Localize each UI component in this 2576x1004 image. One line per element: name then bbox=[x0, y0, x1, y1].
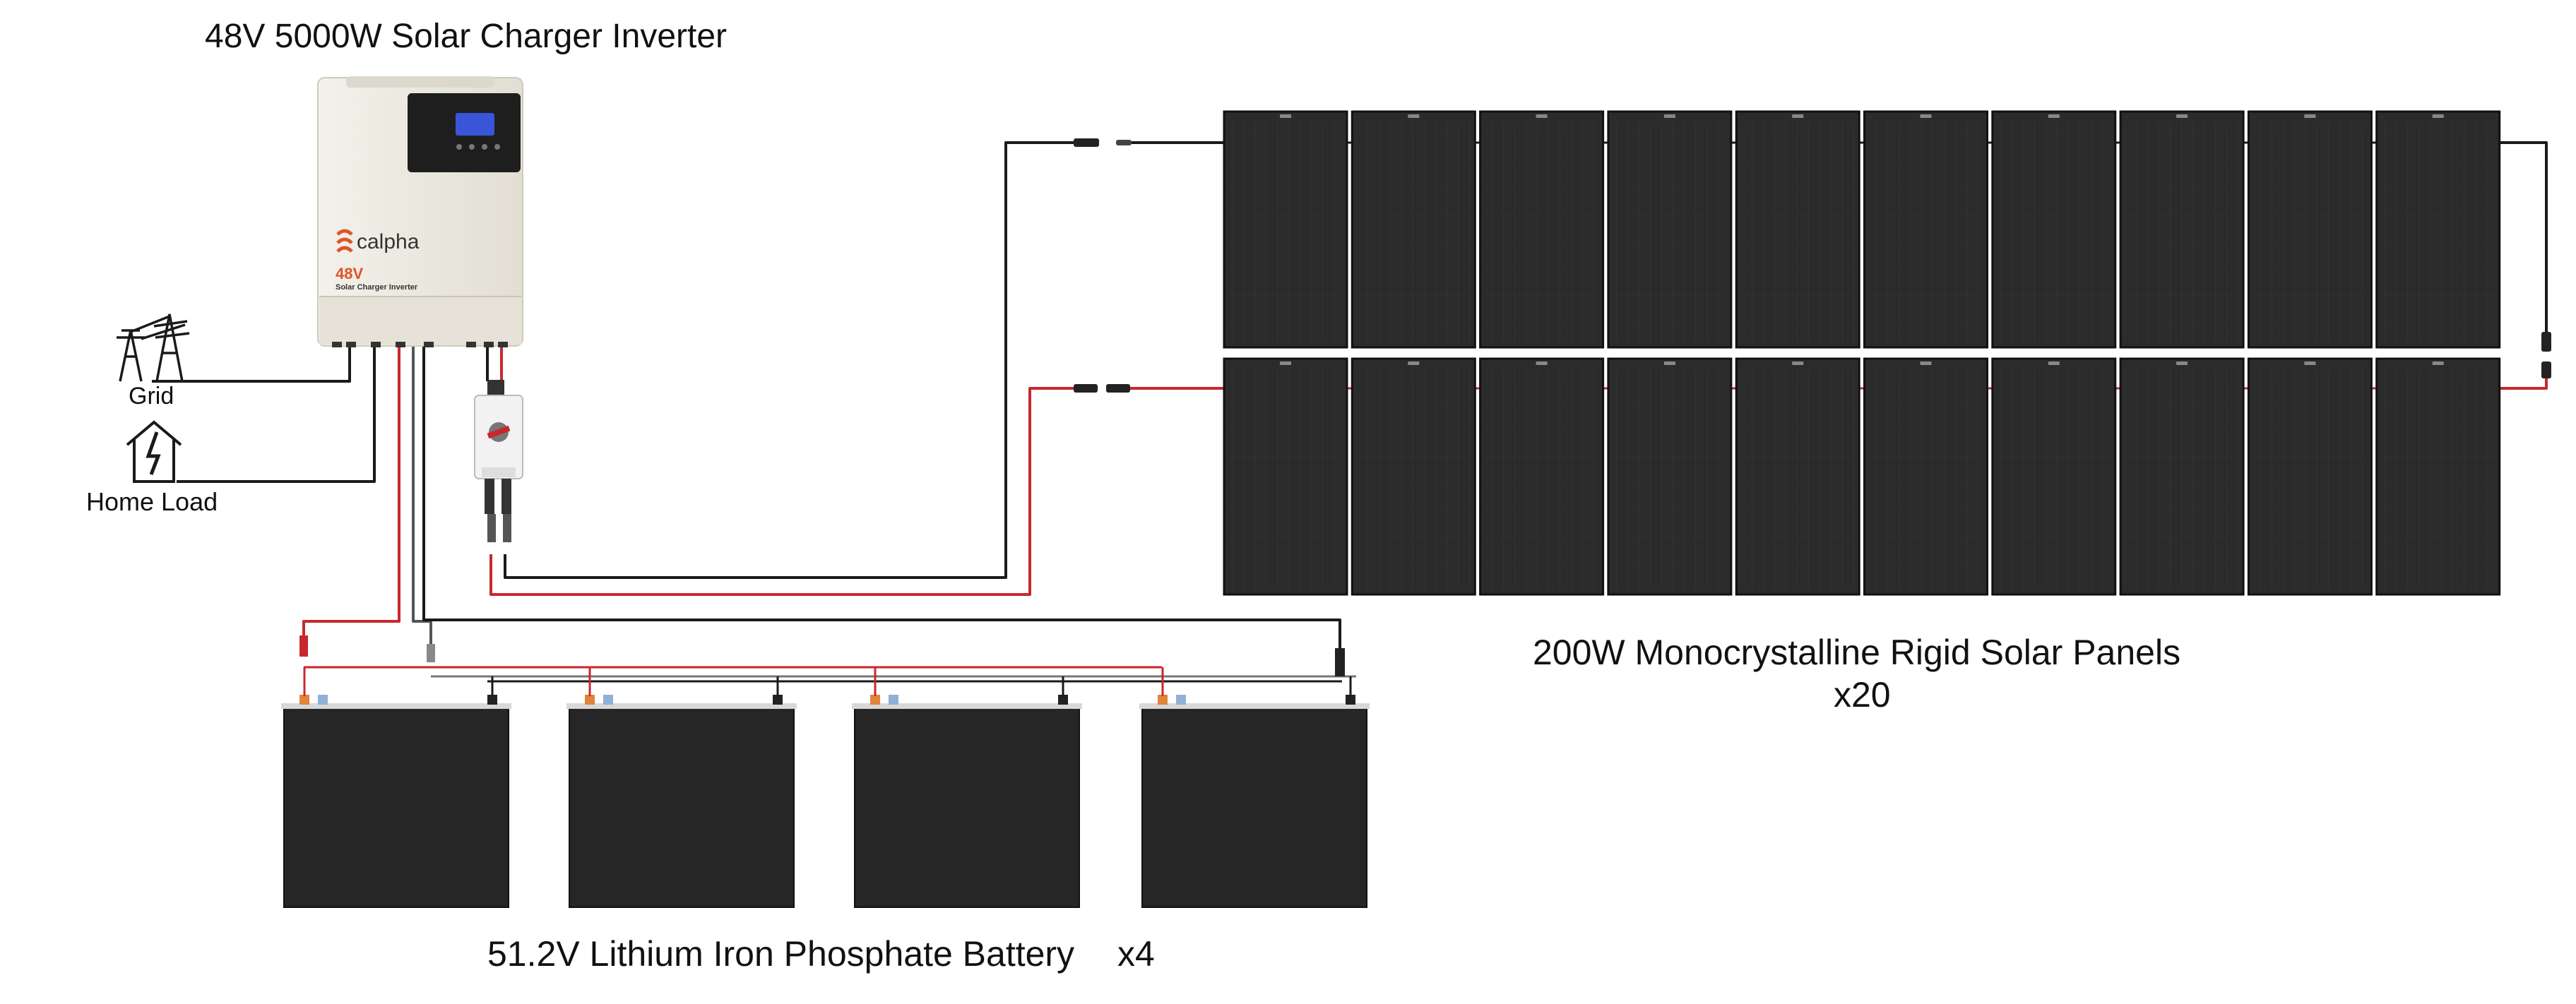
solar-panel bbox=[1735, 357, 1860, 596]
inverter-voltage: 48V bbox=[336, 265, 363, 282]
inverter: calpha 48V Solar Charger Inverter bbox=[317, 76, 523, 347]
solar-panel bbox=[1351, 357, 1476, 596]
solar-panel bbox=[1991, 357, 2117, 596]
battery-bank bbox=[281, 667, 1370, 908]
battery-positive-wire bbox=[302, 345, 400, 639]
solar-panel bbox=[1991, 110, 2117, 349]
battery-negative-wire-a bbox=[412, 345, 432, 646]
solar-panel bbox=[2375, 357, 2501, 596]
panel-row-link-black bbox=[2500, 141, 2548, 332]
panels-title: 200W Monocrystalline Rigid Solar Panels bbox=[1533, 633, 2181, 672]
solar-panel bbox=[1863, 110, 1988, 349]
solar-panel bbox=[1223, 110, 1348, 349]
grid-label: Grid bbox=[129, 383, 174, 410]
home-lightning-icon bbox=[126, 420, 182, 483]
solar-panel bbox=[1479, 110, 1605, 349]
inverter-model-text: Solar Charger Inverter bbox=[336, 283, 418, 292]
battery-lead-terminals bbox=[299, 635, 1345, 676]
home-load-label: Home Load bbox=[86, 487, 218, 516]
inverter-brand: calpha bbox=[357, 230, 420, 253]
grid-wire bbox=[152, 345, 351, 383]
battery-title: 51.2V Lithium Iron Phosphate Battery bbox=[487, 934, 1075, 974]
mc4-connector-icon bbox=[1074, 138, 2551, 393]
solar-panel-array bbox=[1223, 110, 2501, 596]
solar-panel bbox=[2375, 110, 2501, 349]
inverter-buttons bbox=[456, 144, 500, 150]
solar-panel bbox=[2119, 357, 2245, 596]
power-tower-icon bbox=[117, 313, 190, 382]
battery-unit bbox=[852, 667, 1082, 908]
calpha-logo-icon bbox=[336, 229, 353, 253]
inverter-terminals bbox=[332, 342, 508, 347]
battery-unit bbox=[566, 667, 797, 908]
battery-negative-wire-b bbox=[422, 345, 1341, 650]
battery-unit bbox=[1139, 667, 1370, 908]
dc-isolator-switch-icon bbox=[474, 380, 523, 542]
solar-panel bbox=[1863, 357, 1988, 596]
inverter-title: 48V 5000W Solar Charger Inverter bbox=[205, 18, 728, 55]
solar-panel bbox=[2119, 110, 2245, 349]
pv-positive-run bbox=[489, 387, 1074, 596]
solar-panel bbox=[1351, 110, 1476, 349]
inverter-top-bracket bbox=[346, 76, 494, 88]
solar-panel bbox=[1479, 357, 1605, 596]
pv-negative-run bbox=[504, 141, 1077, 579]
solar-panel bbox=[1223, 357, 1348, 596]
solar-panel bbox=[1735, 110, 1860, 349]
panel-row-link-red bbox=[2500, 371, 2548, 390]
solar-panel bbox=[1607, 110, 1733, 349]
battery-count: x4 bbox=[1117, 934, 1155, 974]
home-load-wire bbox=[177, 345, 376, 483]
solar-panel bbox=[2247, 110, 2373, 349]
inverter-lcd bbox=[456, 113, 494, 136]
solar-panel bbox=[1607, 357, 1733, 596]
inverter-bottom-band bbox=[319, 297, 521, 345]
solar-panel bbox=[2247, 357, 2373, 596]
battery-unit bbox=[281, 667, 511, 908]
panels-count: x20 bbox=[1834, 675, 1891, 715]
